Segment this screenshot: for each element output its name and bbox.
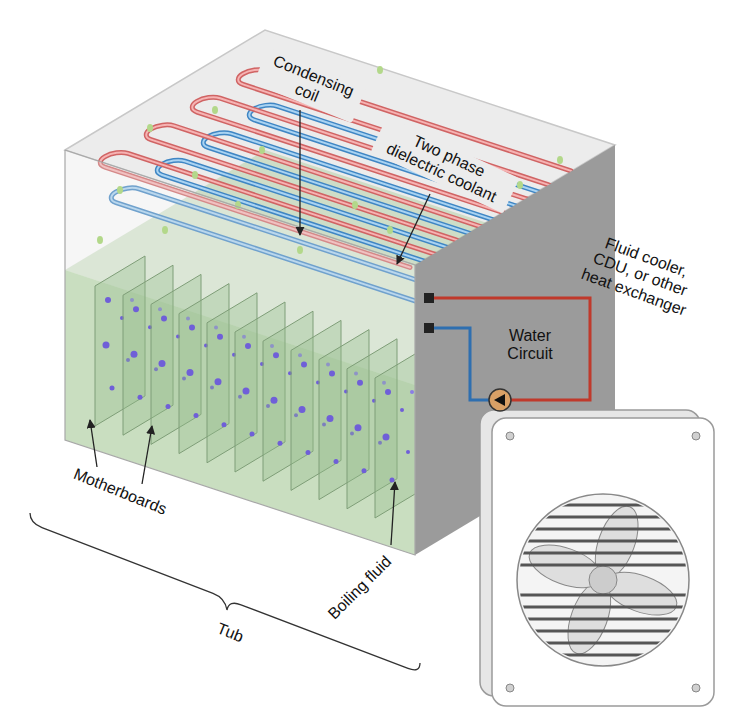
screw-holes xyxy=(506,432,700,692)
port xyxy=(424,293,434,303)
motherboards xyxy=(95,256,425,518)
cooler-front xyxy=(492,418,714,706)
part-label: Tub xyxy=(211,617,249,648)
port xyxy=(424,323,434,333)
part-label: Water Circuit xyxy=(496,326,564,365)
tank-edges xyxy=(65,150,415,555)
part-label: Boiling fluid xyxy=(322,550,399,627)
part-label: Motherboards xyxy=(68,463,173,521)
fan xyxy=(510,494,700,666)
hot-water-pipe xyxy=(434,298,590,400)
cold-water-pipe xyxy=(434,328,489,400)
leader-lines xyxy=(90,110,430,545)
pump-symbol xyxy=(489,389,511,411)
tub-bracket xyxy=(30,513,420,670)
